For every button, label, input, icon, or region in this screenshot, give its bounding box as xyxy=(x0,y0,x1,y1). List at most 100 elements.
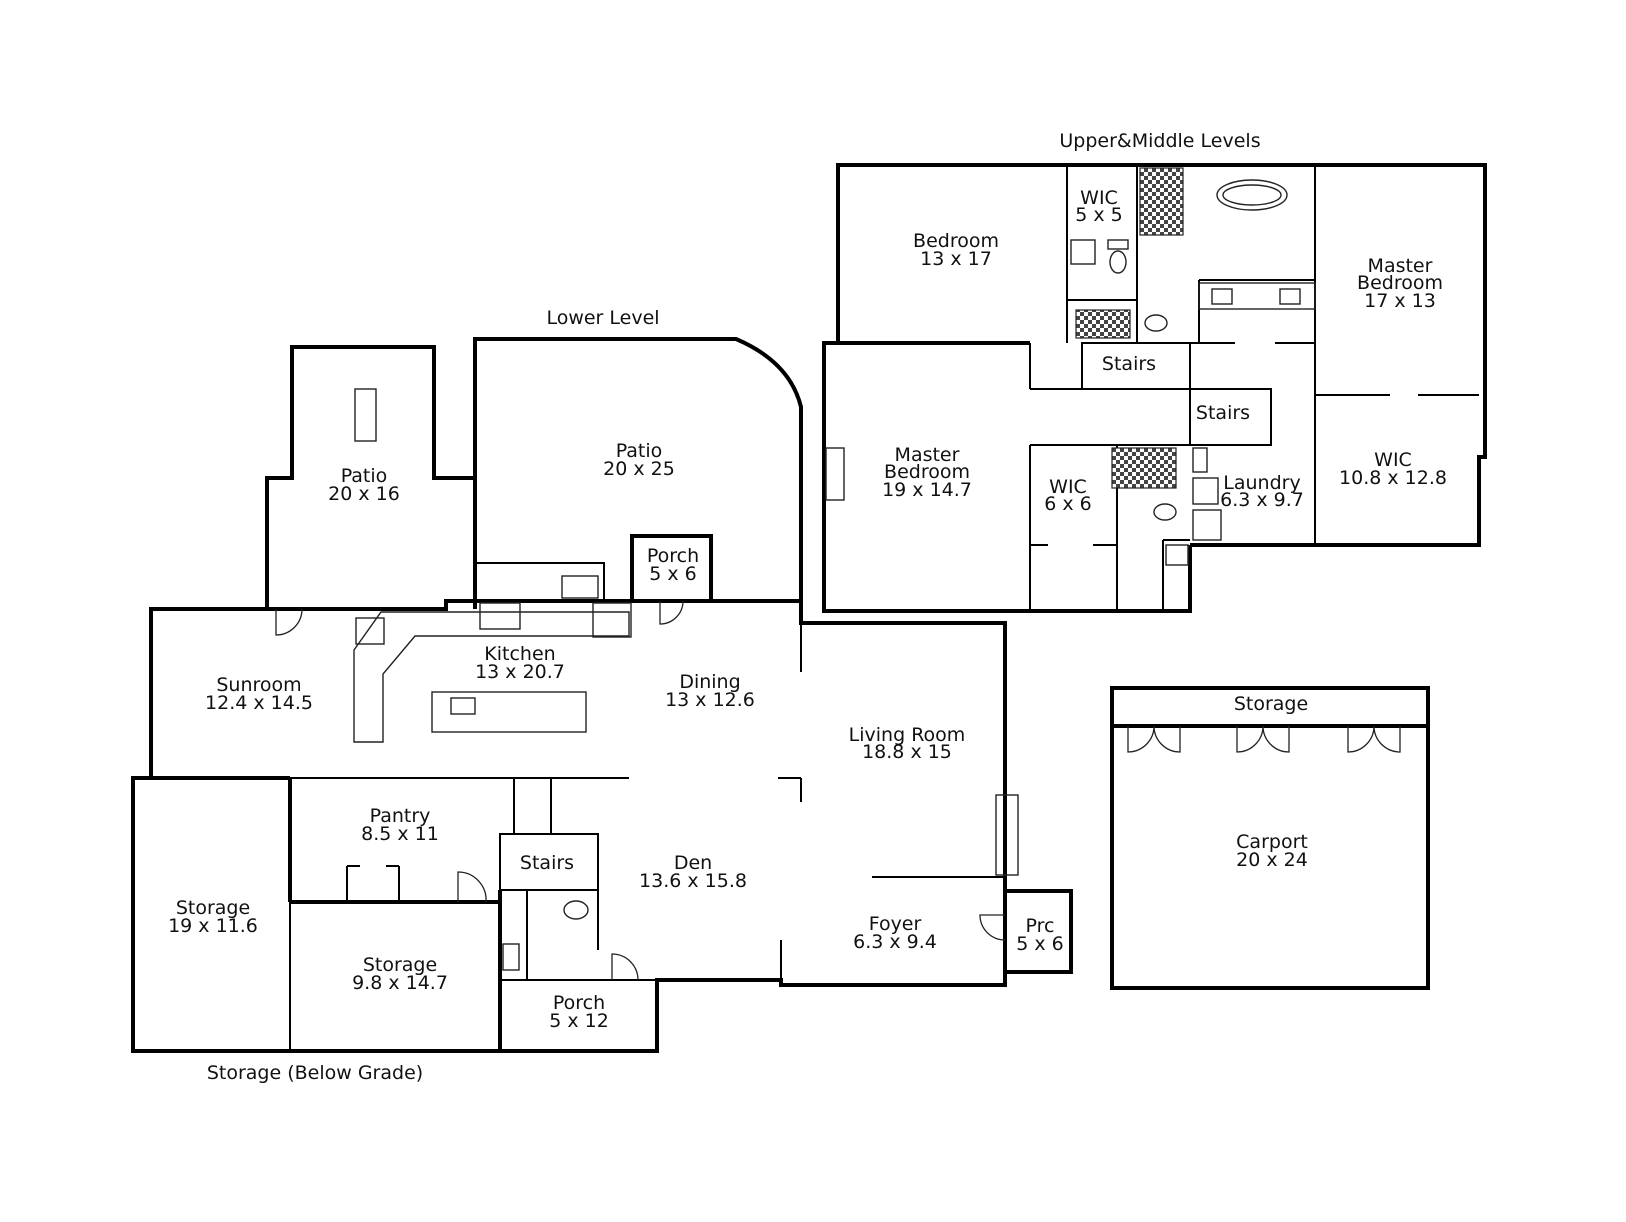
wic-dims: 5 x 5 xyxy=(1075,204,1123,226)
kitchen-dims: 13 x 20.7 xyxy=(475,661,565,683)
door-icon xyxy=(979,914,1006,941)
sink-icon xyxy=(1192,447,1208,473)
kitchen-counter-corner xyxy=(353,611,630,743)
porch-label: Porch xyxy=(553,992,605,1014)
prc-label: Prc xyxy=(1026,915,1055,937)
door-icon xyxy=(1236,725,1264,753)
door-icon xyxy=(457,871,487,903)
patio-dims: 20 x 25 xyxy=(603,458,675,480)
carport-building: Storage Carport 20 x 24 xyxy=(1110,686,1430,990)
door-icon xyxy=(659,600,684,625)
wic-label: WIC xyxy=(1374,449,1412,471)
patio-left-outline xyxy=(265,345,477,609)
pantry-dims: 8.5 x 11 xyxy=(361,823,439,845)
vanity-counter xyxy=(1198,282,1316,310)
lower-level-title: Lower Level xyxy=(546,307,659,329)
porch-dims: 5 x 12 xyxy=(549,1010,609,1032)
porch-top-outline xyxy=(630,534,713,601)
toilet-tank-icon xyxy=(1107,239,1129,250)
bathtub-icon xyxy=(1216,179,1288,211)
wic-label: WIC xyxy=(1080,187,1118,209)
door-icon xyxy=(1153,725,1181,753)
below-grade-title: Storage (Below Grade) xyxy=(207,1062,423,1084)
cooktop-icon xyxy=(355,617,385,645)
toilet-icon xyxy=(1153,503,1177,521)
patio-label: Patio xyxy=(341,465,388,487)
fireplace-icon xyxy=(825,447,845,501)
sink-icon xyxy=(450,697,476,715)
stairs-lower-box xyxy=(499,833,599,891)
kitchen-label: Kitchen xyxy=(484,643,555,665)
dining-label: Dining xyxy=(679,671,740,693)
lower-level: Lower Level Storage (Below Grade) Patio … xyxy=(131,307,1073,1084)
cooktop-icon xyxy=(561,575,599,599)
master-bedroom-dims: 17 x 13 xyxy=(1364,290,1436,312)
sink-icon xyxy=(502,943,520,971)
toilet-icon xyxy=(563,900,589,920)
storage-label: Storage xyxy=(176,897,250,919)
shower-tile xyxy=(1075,309,1131,339)
door-icon xyxy=(1262,725,1290,753)
bedroom-dims: 13 x 17 xyxy=(920,248,992,270)
door-icon xyxy=(275,608,303,636)
kitchen-counter-bump xyxy=(475,562,605,601)
stairs-label: Stairs xyxy=(1102,353,1156,375)
door-icon xyxy=(611,953,639,981)
upper-middle-levels: Upper&Middle Levels Bedroom 13 x 17 WIC … xyxy=(822,130,1487,613)
shower-tile xyxy=(1139,167,1184,236)
door-icon xyxy=(1373,725,1401,753)
master-bedroom-label: Master xyxy=(1368,255,1433,277)
sink-icon xyxy=(1070,239,1096,265)
storage-dims: 19 x 11.6 xyxy=(168,915,258,937)
patio-fixture-icon xyxy=(354,388,377,442)
fireplace-icon xyxy=(995,794,1019,876)
toilet-icon xyxy=(1144,314,1168,332)
sunroom-dims: 12.4 x 14.5 xyxy=(205,692,313,714)
laundry-dims: 6.3 x 9.7 xyxy=(1220,489,1304,511)
grill-icon xyxy=(592,602,632,638)
den-dims: 13.6 x 15.8 xyxy=(639,870,747,892)
sunroom-label: Sunroom xyxy=(216,674,301,696)
carport-dims: 20 x 24 xyxy=(1236,849,1308,871)
shower-tile xyxy=(1111,447,1177,489)
sink-icon xyxy=(1279,288,1301,305)
wic-dims: 10.8 x 12.8 xyxy=(1339,467,1447,489)
pantry-label: Pantry xyxy=(370,805,431,827)
patio-main-outline xyxy=(473,337,803,623)
master-bedroom-label: Bedroom xyxy=(1357,272,1443,294)
prc-outline xyxy=(1005,889,1073,974)
storage-label: Storage xyxy=(363,954,437,976)
lower-level-outer-wall xyxy=(131,599,1007,1053)
living-room-label: Living Room xyxy=(849,724,966,746)
sink-icon xyxy=(1165,544,1189,566)
upper-level-outer-wall xyxy=(836,163,1487,547)
carport-outline xyxy=(1110,686,1430,990)
living-room-dims: 18.8 x 15 xyxy=(862,741,952,763)
washer-icon xyxy=(1192,477,1219,505)
laundry-label: Laundry xyxy=(1223,472,1300,494)
door-icon xyxy=(1347,725,1375,753)
kitchen-island xyxy=(431,691,587,733)
prc-dims: 5 x 6 xyxy=(1016,933,1064,955)
wic-dims: 6 x 6 xyxy=(1044,493,1092,515)
master-bedroom-label: Bedroom xyxy=(884,461,970,483)
storage-label: Storage xyxy=(1234,693,1308,715)
stairs-label: Stairs xyxy=(520,852,574,874)
patio-label: Patio xyxy=(616,440,663,462)
dining-dims: 13 x 12.6 xyxy=(665,689,755,711)
patio-dims: 20 x 16 xyxy=(328,483,400,505)
dryer-icon xyxy=(1192,509,1222,541)
stairs-middle-box xyxy=(1189,388,1272,446)
foyer-label: Foyer xyxy=(869,913,922,935)
porch-dims: 5 x 6 xyxy=(649,563,697,585)
storage-dims: 9.8 x 14.7 xyxy=(352,972,448,994)
middle-level-outer-wall xyxy=(822,341,1192,613)
door-icon xyxy=(1127,725,1155,753)
porch-label: Porch xyxy=(647,545,699,567)
master-bedroom-label: Master xyxy=(895,444,960,466)
carport-label: Carport xyxy=(1236,831,1308,853)
stairs-label: Stairs xyxy=(1196,402,1250,424)
bathtub-inner-icon xyxy=(1222,184,1282,206)
upper-levels-title: Upper&Middle Levels xyxy=(1059,130,1260,152)
